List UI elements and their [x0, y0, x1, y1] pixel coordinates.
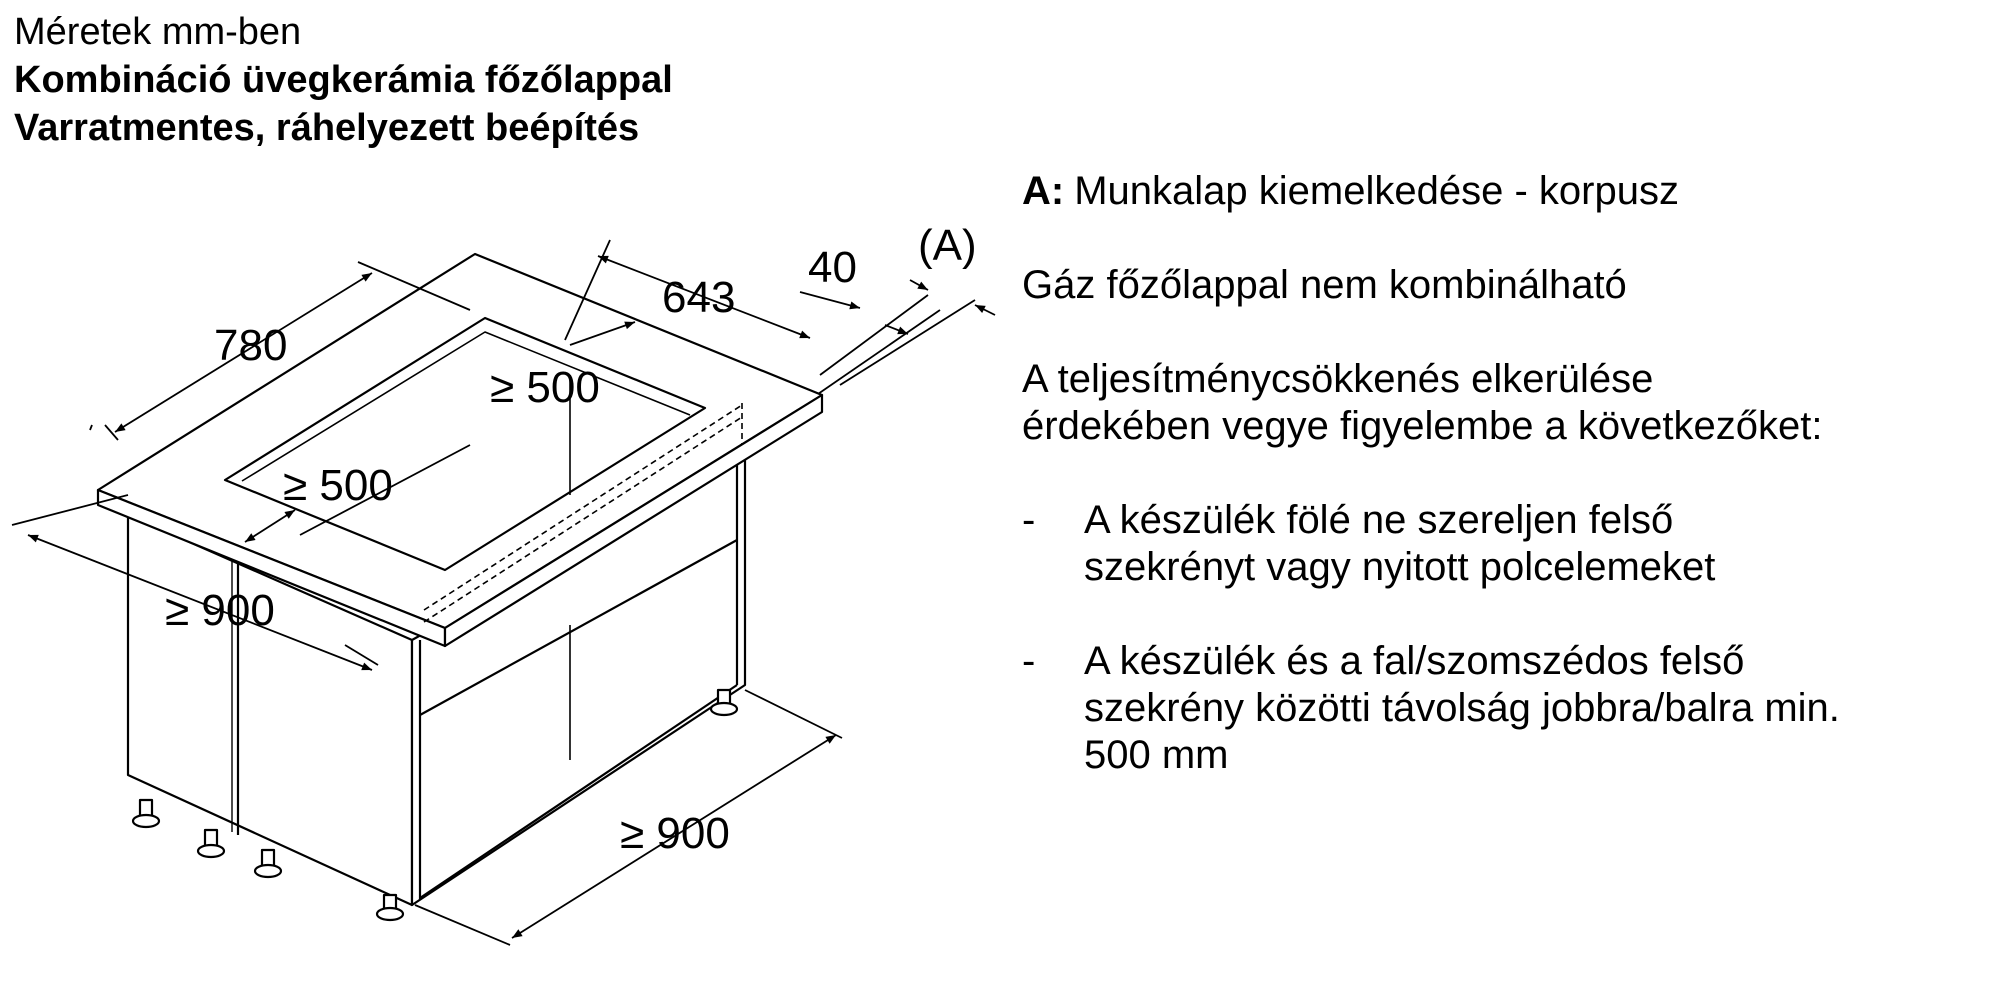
dim-label-cabinet-width: ≥ 900 — [165, 586, 275, 635]
note-gas: Gáz főzőlappal nem kombinálható — [1022, 263, 1627, 307]
dim-label-cutout-width: ≥ 500 — [283, 461, 393, 510]
unit-note: Méretek mm-ben — [14, 11, 302, 53]
bullet-line: A készülék és a fal/szomszédos felső — [1084, 639, 1745, 683]
note-intro-line-1: A teljesítménycsökkenés elkerülése — [1022, 357, 1654, 401]
note-a-key: A: — [1022, 169, 1065, 213]
title-line-1: Kombináció üvegkerámia főzőlappal — [14, 59, 673, 101]
dim-label-643: 643 — [662, 273, 735, 322]
dim-label-A: (A) — [918, 221, 977, 270]
note-a: A:Munkalap kiemelkedése - korpusz — [1022, 168, 1982, 215]
dim-label-cutout-depth: ≥ 500 — [490, 363, 600, 412]
cabinet-feet — [131, 688, 739, 922]
bullet-line: szekrényt vagy nyitott polcelemeket — [1084, 545, 1716, 589]
bullet-text: A készülék és a fal/szomszédos felső sze… — [1084, 638, 1982, 779]
bullet-item: - A készülék fölé ne szereljen felső sze… — [1022, 497, 1982, 591]
bullet-line: szekrény közötti távolság jobbra/balra m… — [1084, 686, 1840, 730]
bullet-item: - A készülék és a fal/szomszédos felső s… — [1022, 638, 1982, 779]
note-intro: A teljesítménycsökkenés elkerülése érdek… — [1022, 356, 1982, 450]
note-a-text: Munkalap kiemelkedése - korpusz — [1074, 169, 1679, 213]
dimension-lines — [11, 239, 996, 946]
bullet-dash: - — [1022, 639, 1036, 683]
installation-diagram: 780 643 40 (A) ≥ 500 ≥ 500 ≥ 900 ≥ 900 — [11, 221, 996, 946]
bullet-text: A készülék fölé ne szereljen felső szekr… — [1084, 497, 1982, 591]
dim-label-40: 40 — [808, 243, 857, 292]
dim-label-780: 780 — [214, 321, 287, 370]
bullet-line: A készülék fölé ne szereljen felső — [1084, 498, 1674, 542]
dimension-labels: 780 643 40 (A) ≥ 500 ≥ 500 ≥ 900 ≥ 900 — [165, 221, 977, 858]
note-intro-line-2: érdekében vegye figyelembe a következőke… — [1022, 404, 1823, 448]
notes-panel: A:Munkalap kiemelkedése - korpusz Gáz fő… — [1022, 168, 1982, 826]
bullet-line: 500 mm — [1084, 733, 1229, 777]
title-line-2: Varratmentes, ráhelyezett beépítés — [14, 107, 640, 149]
dim-label-cabinet-depth: ≥ 900 — [620, 809, 730, 858]
bullet-dash: - — [1022, 498, 1036, 542]
worktop-side-edge — [443, 393, 824, 648]
title-block: Méretek mm-ben Kombináció üvegkerámia fő… — [14, 8, 673, 152]
